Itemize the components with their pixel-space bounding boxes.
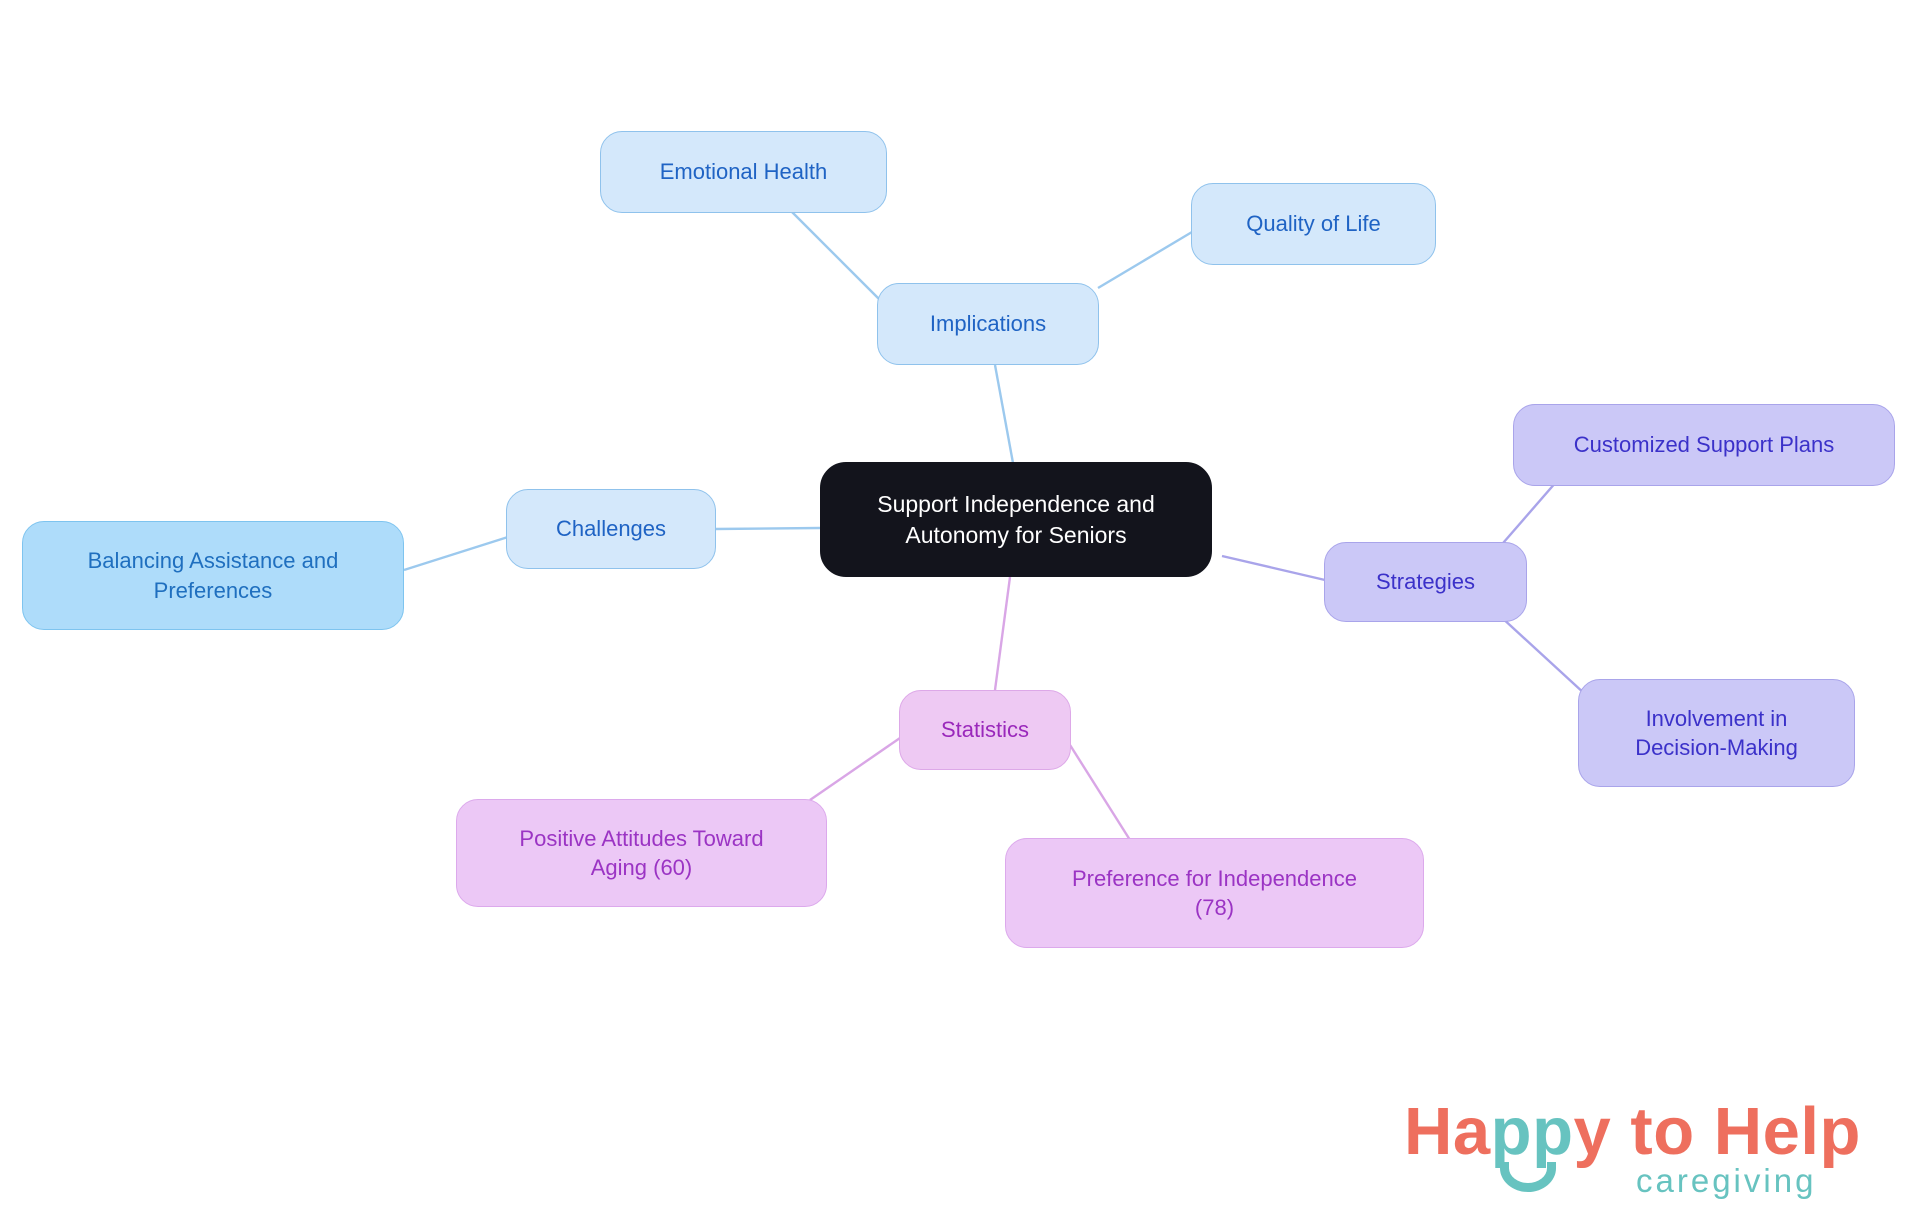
logo-word-part-1: Ha xyxy=(1404,1094,1491,1169)
node-preference-independence[interactable]: Preference for Independence (78) xyxy=(1005,838,1424,948)
logo-tagline: caregiving xyxy=(1636,1162,1817,1199)
edge-implications-emotional-health xyxy=(789,209,881,301)
node-positive-attitudes-aging-label: Positive Attitudes Toward Aging (60) xyxy=(519,825,764,880)
node-involvement-decision-making[interactable]: Involvement in Decision-Making xyxy=(1578,679,1855,787)
node-customized-support-plans[interactable]: Customized Support Plans xyxy=(1513,404,1895,486)
node-customized-support-plans-label: Customized Support Plans xyxy=(1573,432,1835,458)
node-preference-independence-label: Preference for Independence (78) xyxy=(1072,865,1357,920)
node-challenges-label: Challenges xyxy=(555,516,667,542)
node-root-label: Support Independence and Autonomy for Se… xyxy=(877,491,1155,548)
node-positive-attitudes-aging[interactable]: Positive Attitudes Toward Aging (60) xyxy=(456,799,827,907)
node-balancing-assistance-label: Balancing Assistance and Preferences xyxy=(87,548,339,603)
edge-statistics-preference-independence xyxy=(1068,744,1132,841)
node-statistics-label: Statistics xyxy=(940,717,1030,743)
edge-root-challenges xyxy=(714,526,821,531)
smile-icon xyxy=(1500,1162,1556,1192)
edge-statistics-positive-attitudes xyxy=(809,737,901,801)
edge-root-strategies xyxy=(1221,554,1326,582)
node-root[interactable]: Support Independence and Autonomy for Se… xyxy=(820,462,1212,577)
node-involvement-decision-making-label: Involvement in Decision-Making xyxy=(1635,705,1798,760)
node-strategies-label: Strategies xyxy=(1375,569,1476,595)
node-strategies[interactable]: Strategies xyxy=(1324,542,1527,622)
node-quality-of-life[interactable]: Quality of Life xyxy=(1191,183,1436,265)
logo-word-part-2: pp xyxy=(1490,1094,1574,1169)
logo-word-part-3: y to Help xyxy=(1573,1094,1861,1169)
edge-root-statistics xyxy=(993,576,1012,691)
node-quality-of-life-label: Quality of Life xyxy=(1246,211,1381,237)
node-implications[interactable]: Implications xyxy=(877,283,1099,365)
node-emotional-health-label: Emotional Health xyxy=(659,159,828,185)
node-emotional-health[interactable]: Emotional Health xyxy=(600,131,887,213)
edge-implications-quality-of-life xyxy=(1097,230,1193,290)
edge-challenges-balancing-assistance xyxy=(403,535,509,572)
node-balancing-assistance[interactable]: Balancing Assistance and Preferences xyxy=(22,521,404,630)
node-implications-label: Implications xyxy=(929,311,1047,337)
node-statistics[interactable]: Statistics xyxy=(899,690,1071,770)
edge-root-implications xyxy=(993,364,1015,464)
logo-wordmark: Happy to Help xyxy=(1404,1098,1861,1165)
node-challenges[interactable]: Challenges xyxy=(506,489,716,569)
brand-logo: Happy to Help caregiving xyxy=(1404,1098,1874,1206)
